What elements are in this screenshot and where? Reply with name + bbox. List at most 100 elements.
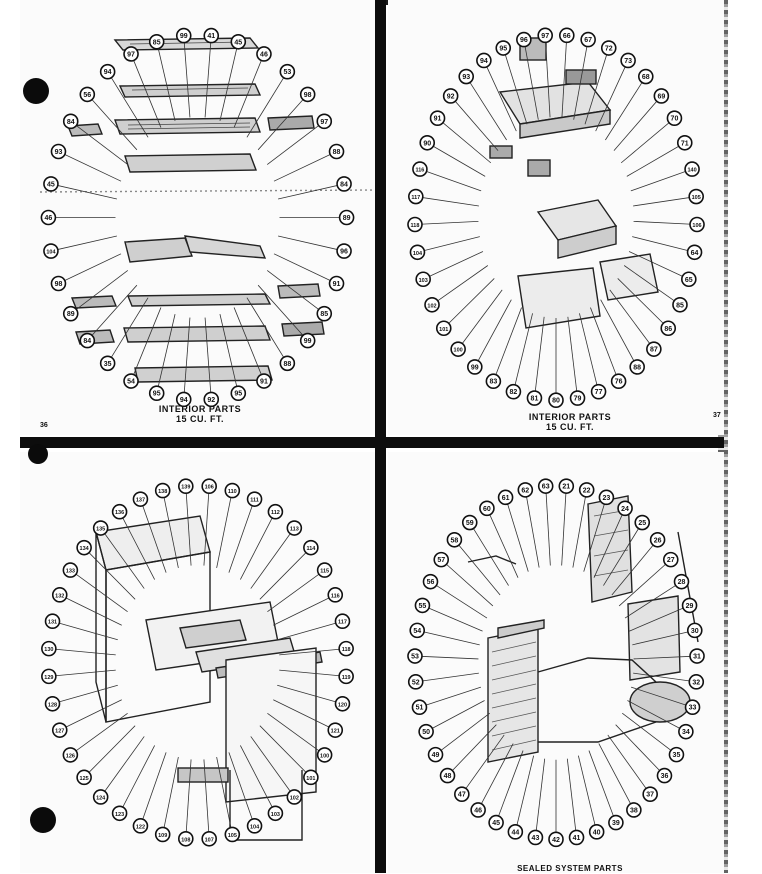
callout-circle [303,769,319,786]
callout-number: 28 [678,579,686,586]
callout-number: 100 [454,348,463,354]
callout-leader-line [561,35,568,118]
callout-leader-line [419,686,482,708]
callout-circle [411,699,428,716]
callout-circle [649,531,666,548]
callout-number: 21 [562,484,570,491]
callout-number: 76 [615,379,623,386]
callout-leader-line [544,35,551,118]
callout-leader-line [50,235,117,252]
callout-number: 117 [338,620,347,626]
binder-hole [23,78,49,104]
callout-circle [414,597,431,614]
callout-number: 58 [451,537,459,544]
callout-circle [666,110,683,126]
callout-circle [688,188,704,205]
callout-circle [230,33,247,50]
callout-leader-line [185,486,192,566]
callout-circle [470,802,486,818]
callout-leader-line [83,725,136,778]
callout-circle [338,668,354,685]
callout-leader-line [156,314,176,394]
callout-circle [76,539,92,556]
callout-leader-line [277,684,343,705]
callout-number: 40 [593,829,601,836]
callout-circle [148,385,165,402]
callout-leader-line [59,594,122,626]
callout-leader-line [130,53,162,128]
callout-number: 103 [419,278,428,284]
callout-number: 124 [96,795,106,801]
callout-number: 41 [207,33,215,40]
callout-leader-line [454,539,501,596]
callout-number: 89 [67,311,75,318]
callout-number: 105 [692,195,701,201]
callout-leader-line [561,486,567,566]
callout-leader-line [493,307,522,382]
callout-leader-line [632,236,695,253]
callout-leader-line [100,527,145,589]
callout-leader-line [266,121,325,165]
callout-leader-line [183,317,191,400]
callout-circle [681,597,698,614]
callout-leader-line [605,76,647,141]
callout-number: 25 [638,520,646,527]
callout-circle [485,373,502,390]
callout-leader-line [583,497,607,572]
callout-number: 84 [83,338,91,345]
horizontal-divider [20,437,724,448]
callout-number: 54 [127,379,135,386]
callout-number: 102 [290,795,299,801]
callout-leader-line [584,47,610,125]
callout-leader-line [523,39,539,120]
callout-leader-line [415,196,479,207]
callout-number: 98 [304,92,312,99]
callout-leader-line [425,700,485,733]
callout-number: 94 [104,69,112,76]
callout-leader-line [435,712,490,755]
callout-number: 85 [320,311,328,318]
callout-number: 26 [654,537,662,544]
callout-leader-line [246,297,288,364]
callout-leader-line [246,71,288,138]
callout-number: 56 [83,92,91,99]
callout-leader-line [204,35,212,118]
callout-circle [580,31,596,48]
callout-leader-line [219,314,239,394]
callout-leader-line [278,235,345,252]
callout-number: 138 [158,489,167,495]
callout-number: 101 [306,776,315,782]
callout-number: 131 [48,620,57,626]
callout-circle [559,27,575,44]
callout-circle [637,68,654,85]
callout-leader-line [545,486,551,566]
callout-circle [412,161,428,177]
callout-number: 64 [691,250,699,257]
callout-number: 54 [413,628,421,635]
callout-number: 79 [574,396,582,403]
callout-leader-line [279,669,347,677]
callout-circle [338,640,354,657]
callout-number: 48 [444,773,452,780]
callout-leader-line [273,699,336,731]
callout-circle [608,814,624,831]
callout-circle [41,640,57,657]
callout-circle [50,275,67,292]
callout-leader-line [48,648,116,656]
callout-circle [673,573,690,590]
callout-number: 84 [340,181,348,188]
callout-number: 89 [343,215,351,222]
callout-circle [41,668,57,685]
callout-number: 22 [583,487,591,494]
callout-leader-line [628,251,689,280]
callout-leader-line [626,142,685,177]
callout-leader-line [495,750,524,823]
callout-circle [123,46,139,62]
callout-circle [267,805,284,822]
callout-leader-line [577,755,598,832]
callout-number: 52 [412,679,420,686]
callout-number: 91 [260,379,268,386]
callout-leader-line [505,497,529,572]
callout-circle [668,746,685,763]
